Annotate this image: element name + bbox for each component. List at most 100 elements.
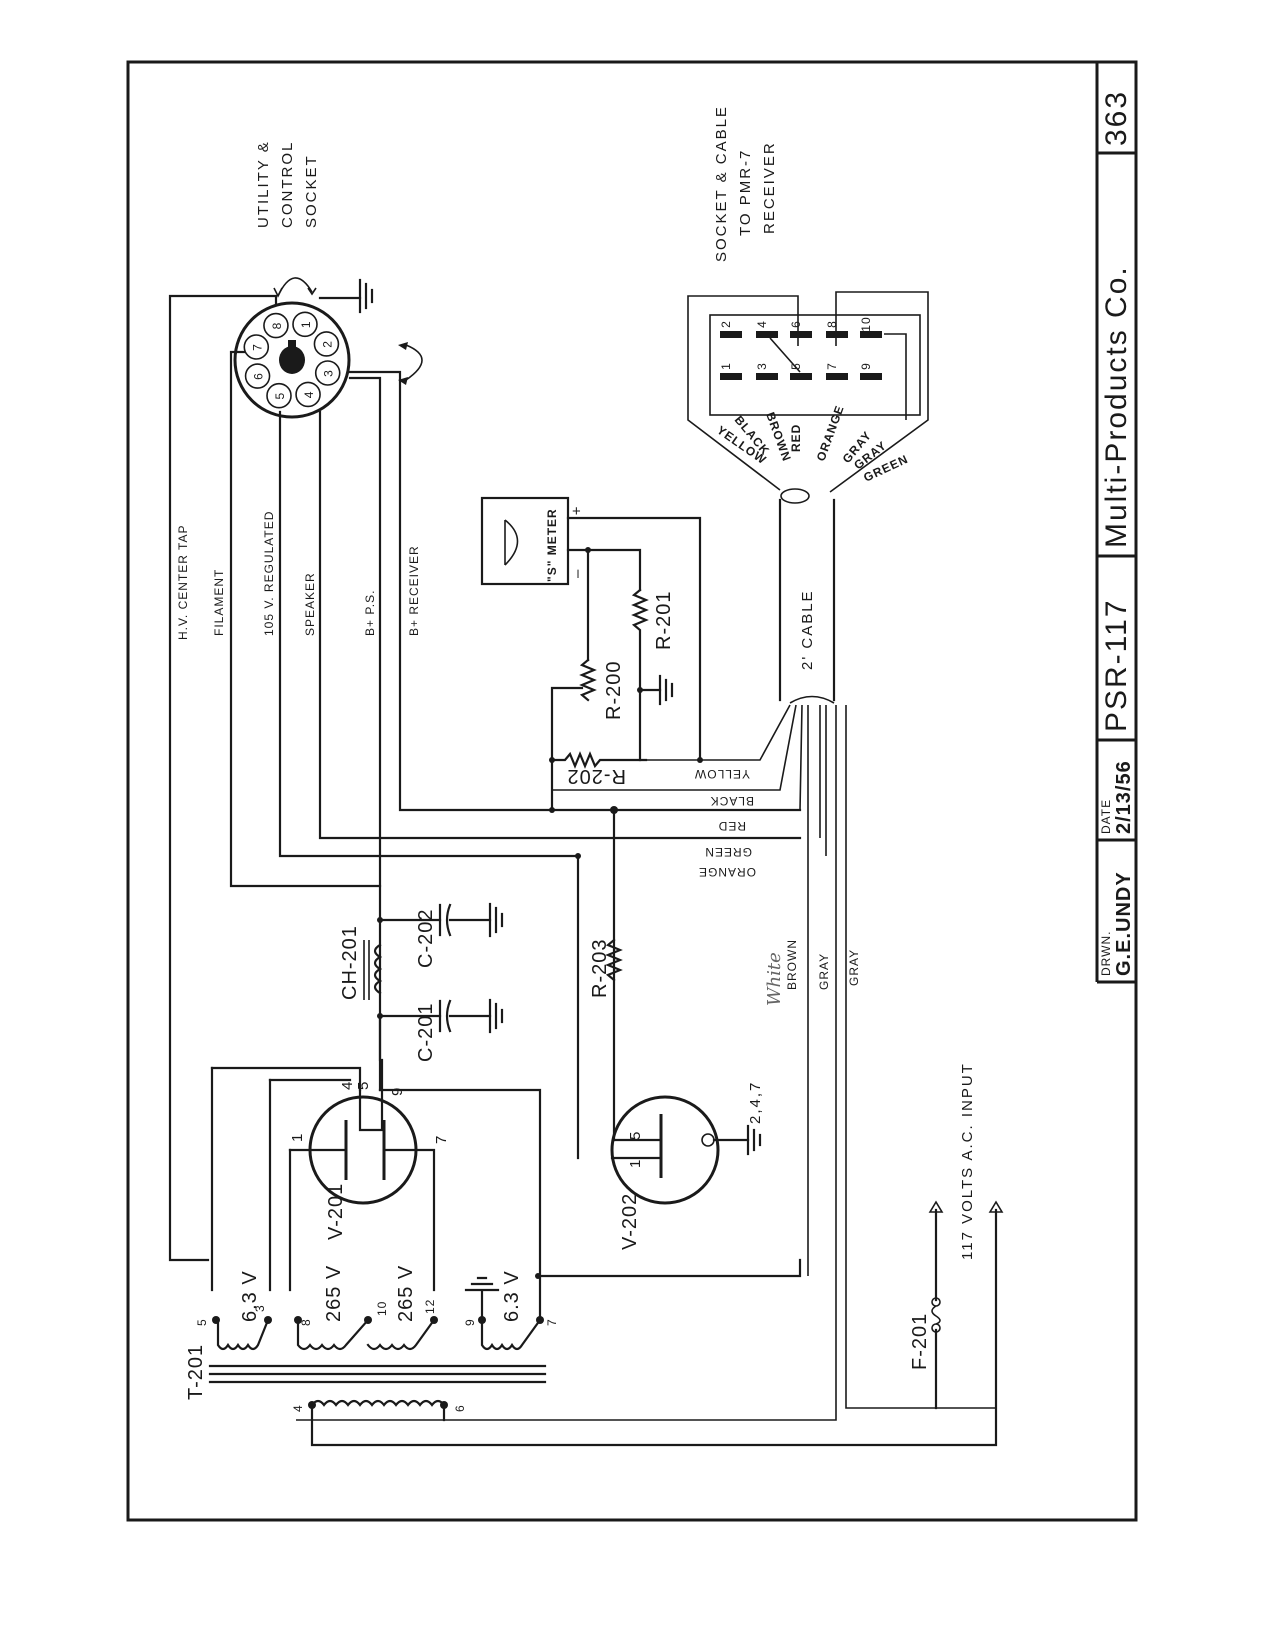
receiver-pin: [756, 373, 778, 380]
harness-black: BLACK: [710, 794, 754, 808]
label-bplus-ps: B+ P.S.: [363, 590, 377, 636]
r201-label: R-201: [653, 591, 675, 650]
r203-label: R-203: [589, 939, 611, 998]
drawing-border: [126, 60, 1138, 1522]
receiver-pin-label: 10: [859, 316, 873, 331]
harness-labels: YELLOW BLACK RED GREEN ORANGE BROWN GRAY…: [694, 767, 861, 1006]
receiver-pin: [720, 331, 742, 338]
tpin-3: 3: [253, 1304, 267, 1312]
tpin-8: 8: [299, 1318, 313, 1326]
tpin-7: 7: [545, 1318, 559, 1326]
socket-pin: [263, 312, 289, 339]
v201-pin-1: 1: [289, 1132, 306, 1142]
receiver-pin-label: 5: [789, 362, 803, 370]
ch201-label: CH-201: [339, 925, 361, 1000]
receiver-pin: [826, 331, 848, 338]
r202-label: R-202: [567, 765, 626, 787]
f201-label: F-201: [909, 1313, 931, 1370]
socket-pin-label: 6: [252, 372, 266, 380]
receiver-pin-label: 9: [859, 362, 873, 370]
receiver-socket: SOCKET & CABLE TO PMR-7 RECEIVER 1234567…: [687, 105, 929, 493]
socket-pin-label: 2: [320, 340, 334, 348]
label-speaker: SPEAKER: [303, 572, 317, 636]
r200-label: R-200: [603, 661, 625, 720]
cable-label: 2' CABLE: [799, 589, 816, 670]
v202-label: V-202: [619, 1193, 641, 1250]
drawn-by: G.E.UNDY: [1113, 871, 1135, 976]
harness-red: RED: [718, 819, 746, 833]
receiver-pin: [826, 373, 848, 380]
winding-3-label: 265 V: [395, 1265, 417, 1322]
v201-pin-7: 7: [433, 1134, 450, 1144]
ac-input: F-201 117 VOLTS A.C. INPUT: [909, 1062, 1004, 1410]
v202-pin-247: 2,4,7: [747, 1081, 764, 1124]
c201-label: C-201: [415, 1003, 437, 1062]
cable: 2' CABLE: [296, 488, 996, 1421]
utility-socket-title-2: CONTROL: [279, 141, 296, 228]
socket-pin-label: 7: [250, 343, 264, 351]
utility-socket-title-1: UTILITY &: [255, 140, 272, 228]
receiver-pin-label: 3: [755, 362, 769, 370]
receiver-pin-label: 4: [755, 320, 769, 328]
ac-input-label: 117 VOLTS A.C. INPUT: [959, 1062, 976, 1260]
receiver-pin-label: 8: [825, 320, 839, 328]
socket-pin-label: 1: [299, 320, 313, 328]
receiver-pin: [860, 373, 882, 380]
label-bplus-receiver: B+ RECEIVER: [407, 545, 421, 636]
receiver-socket-title-2: TO PMR-7: [737, 149, 754, 236]
winding-2-label: 265 V: [323, 1265, 345, 1322]
filter-section: CH-201 C-202 C-201: [339, 902, 504, 1062]
harness-gray-2: GRAY: [847, 949, 861, 986]
utility-socket: UTILITY & CONTROL SOCKET 1 2 3 4 5 6 7 8: [233, 140, 423, 419]
tpin-9: 9: [463, 1318, 477, 1326]
s-meter: "S" METER + – R-201 R-200 R-202: [480, 496, 703, 813]
socket-pin: [243, 334, 270, 360]
bus-wires: [168, 294, 802, 1262]
company-name: Multi-Products Co.: [1100, 265, 1133, 548]
tpin-5: 5: [195, 1318, 209, 1326]
socket-pin: [314, 360, 341, 386]
receiver-socket-title-1: SOCKET & CABLE: [713, 105, 730, 262]
meter-label: "S" METER: [545, 508, 559, 582]
wire-color-red: RED: [789, 424, 803, 452]
drawn-label: DRWN.: [1099, 931, 1113, 976]
v202-tube: R-203 V-202 1 5 2,4,7: [576, 808, 764, 1250]
tpin-12: 12: [423, 1299, 437, 1314]
tpin-6: 6: [453, 1404, 467, 1412]
v201-tube: V-201 1 4 5 9 7: [210, 1014, 450, 1292]
receiver-socket-title-3: RECEIVER: [761, 141, 778, 234]
harness-green: GREEN: [704, 845, 752, 859]
winding-4-label: 6.3 V: [501, 1270, 523, 1322]
bus-labels: H.V. CENTER TAP FILAMENT 105 V. REGULATE…: [176, 511, 421, 640]
label-regulated: 105 V. REGULATED: [262, 511, 276, 636]
junctions: [377, 806, 618, 1279]
v202-pin-5: 5: [627, 1130, 644, 1140]
receiver-pin-label: 6: [789, 320, 803, 328]
v201-pin-5: 5: [355, 1080, 372, 1090]
socket-pin-label: 8: [270, 322, 284, 330]
socket-pin: [266, 382, 292, 409]
receiver-pin-label: 7: [825, 362, 839, 370]
socket-pin-label: 5: [273, 392, 287, 400]
receiver-pin: [790, 331, 812, 338]
drawing-number: 363: [1100, 90, 1133, 146]
date-label: DATE: [1099, 799, 1113, 834]
c202-label: C-202: [415, 909, 437, 968]
v201-label: V-201: [325, 1183, 347, 1240]
label-hv-center-tap: H.V. CENTER TAP: [176, 525, 190, 640]
receiver-pin-label: 2: [719, 320, 733, 328]
receiver-pin: [790, 373, 812, 380]
receiver-pin: [860, 331, 882, 338]
utility-socket-title-3: SOCKET: [303, 154, 320, 228]
receiver-pin: [756, 331, 778, 338]
meter-minus: –: [569, 568, 586, 578]
meter-plus: +: [572, 503, 583, 520]
date-value: 2/13/56: [1113, 760, 1135, 834]
tpin-10: 10: [375, 1301, 389, 1316]
socket-pin-label: 4: [302, 391, 316, 399]
socket-pin: [244, 363, 271, 389]
harness-brown: BROWN: [785, 939, 799, 990]
socket-pin-label: 3: [322, 369, 336, 377]
harness-yellow: YELLOW: [694, 767, 750, 781]
harness-orange: ORANGE: [698, 865, 756, 879]
